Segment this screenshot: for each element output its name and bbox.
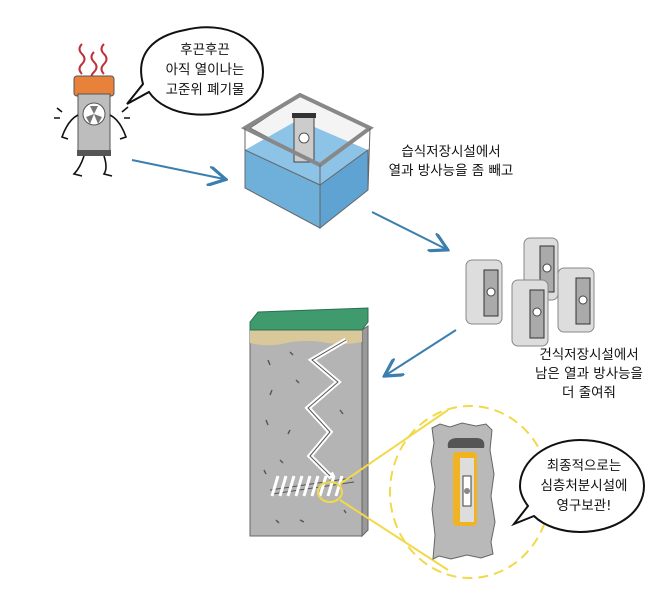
caption-hot-waste: 후끈후끈 아직 열이나는 고준위 폐기물: [165, 42, 245, 98]
canister-base: [77, 150, 111, 156]
deep-disposal-cross-section: [249, 307, 369, 538]
wet-storage-pool: [240, 92, 374, 230]
caption-deep-disposal: 최종적으로는 심층처분시설에 영구보관!: [540, 458, 628, 514]
speech-bubble-1: [126, 26, 265, 116]
heat-waves-icon: [78, 43, 108, 81]
rock-texture: [263, 351, 347, 524]
hot-waste-character: [54, 43, 130, 177]
arrow-2-icon: [371, 211, 446, 249]
canister-lid: [73, 75, 115, 97]
caption-wet-storage: 습식저장시설에서 열과 방사능을 좀 빼고: [388, 144, 514, 179]
arrow-1-icon: [131, 159, 224, 179]
dry-storage-casks: [465, 237, 595, 347]
speech-bubble-4: [510, 438, 646, 534]
zoom-highlight: [317, 405, 551, 579]
arms-legs: [54, 106, 130, 177]
caption-dry-storage: 건식저장시설에서 남은 열과 방사능을 더 줄여줘: [535, 347, 643, 401]
arrow-3-icon: [386, 329, 457, 375]
